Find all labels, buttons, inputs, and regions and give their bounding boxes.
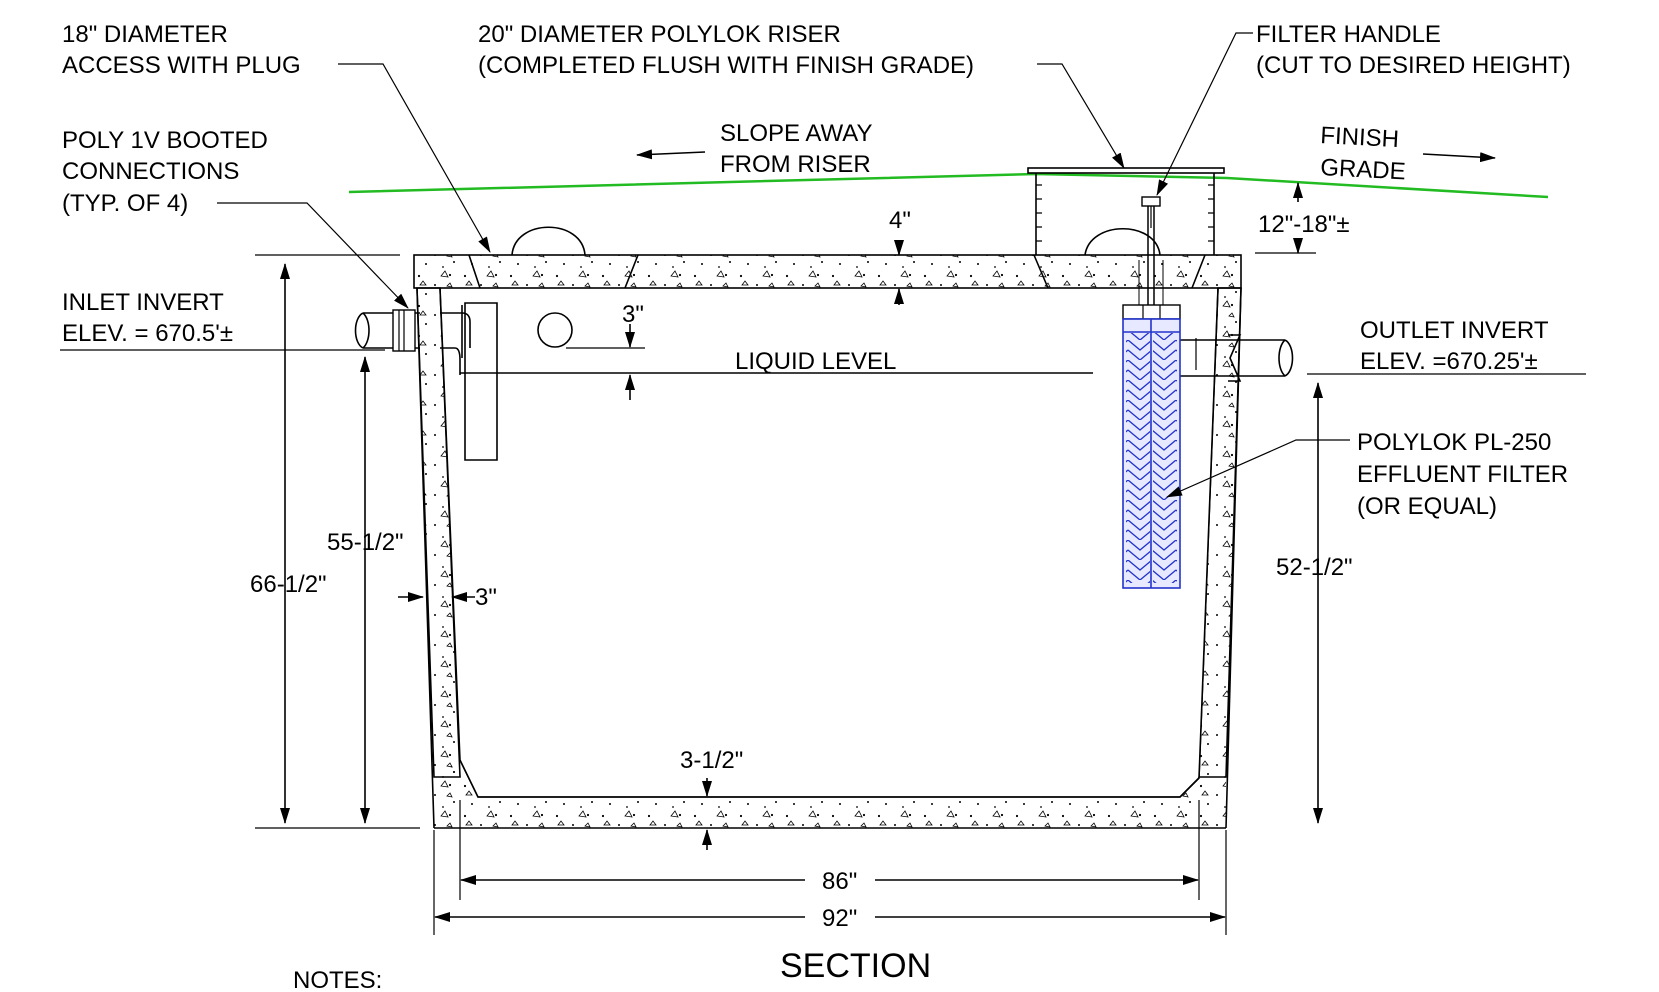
dim-overall-height: 66-1/2"	[250, 571, 327, 598]
handle-leader	[1156, 32, 1253, 196]
access-opening-left	[468, 254, 639, 289]
filter-label-line1: POLYLOK PL-250	[1357, 429, 1551, 456]
boot-label-line2: CONNECTIONS	[62, 158, 239, 185]
dim-riser-depth: 12"-18"±	[1258, 211, 1350, 238]
access-opening-right	[1033, 254, 1206, 289]
dim-inside-width: 86"	[822, 868, 857, 895]
outlet-label-line1: OUTLET INVERT	[1360, 317, 1549, 344]
notes-heading: NOTES:	[293, 967, 382, 992]
tank-lid	[413, 254, 1242, 289]
dim-wall-thickness: 3"	[475, 584, 497, 611]
polylok-riser	[1027, 167, 1225, 255]
outlet-pipe	[1180, 334, 1294, 382]
dim-outlet-height: 52-1/2"	[1276, 554, 1353, 581]
slope-arrow	[636, 149, 706, 160]
vent-hole	[537, 312, 573, 348]
access-label-line2: ACCESS WITH PLUG	[62, 52, 301, 79]
riser-leader	[1037, 63, 1125, 169]
outlet-label-line2: ELEV. =670.25'±	[1360, 348, 1538, 375]
slope-label-line2: FROM RISER	[720, 151, 871, 178]
handle-label-line2: (CUT TO DESIRED HEIGHT)	[1256, 52, 1571, 79]
boot-leader	[217, 202, 409, 309]
access-plug-dome	[511, 226, 586, 256]
riser-label-line2: (COMPLETED FLUSH WITH FINISH GRADE)	[478, 52, 974, 79]
filter-label-line3: (OR EQUAL)	[1357, 493, 1497, 520]
access-leader	[338, 63, 491, 253]
liquid-level-label: LIQUID LEVEL	[735, 348, 896, 375]
riser-label-line1: 20" DIAMETER POLYLOK RISER	[478, 21, 841, 48]
handle-label-line1: FILTER HANDLE	[1256, 21, 1441, 48]
dim-lid-thickness: 4"	[889, 207, 911, 234]
boot-label-line1: POLY 1V BOOTED	[62, 127, 268, 154]
dim-outside-width: 92"	[822, 905, 857, 932]
filter-leader	[1166, 439, 1350, 498]
slope-label-line1: SLOPE AWAY	[720, 120, 873, 147]
dim-inlet-height: 55-1/2"	[327, 529, 404, 556]
finish-label-line1: FINISH	[1320, 122, 1400, 153]
riser-dome	[1084, 227, 1161, 256]
inlet-pipe	[354, 309, 420, 352]
effluent-filter	[1122, 196, 1181, 589]
dim-extension-lines	[255, 252, 1586, 935]
section-title: SECTION	[780, 947, 931, 985]
finish-label-line2: GRADE	[1320, 154, 1407, 185]
dim-pipe-to-liquid: 3"	[622, 301, 644, 328]
tank-cavity	[441, 291, 1217, 796]
finish-grade-line	[348, 172, 1549, 199]
tank-inner-outline	[439, 287, 1219, 798]
filter-label-line2: EFFLUENT FILTER	[1357, 461, 1568, 488]
inlet-label-line1: INLET INVERT	[62, 289, 224, 316]
finish-grade-arrow	[1422, 152, 1496, 163]
inlet-label-line2: ELEV. = 670.5'±	[62, 320, 233, 347]
boot-label-line3: (TYP. OF 4)	[62, 190, 188, 217]
dim-floor-thickness: 3-1/2"	[680, 747, 743, 774]
tank-floor	[434, 760, 1226, 828]
access-label-line1: 18" DIAMETER	[62, 21, 228, 48]
